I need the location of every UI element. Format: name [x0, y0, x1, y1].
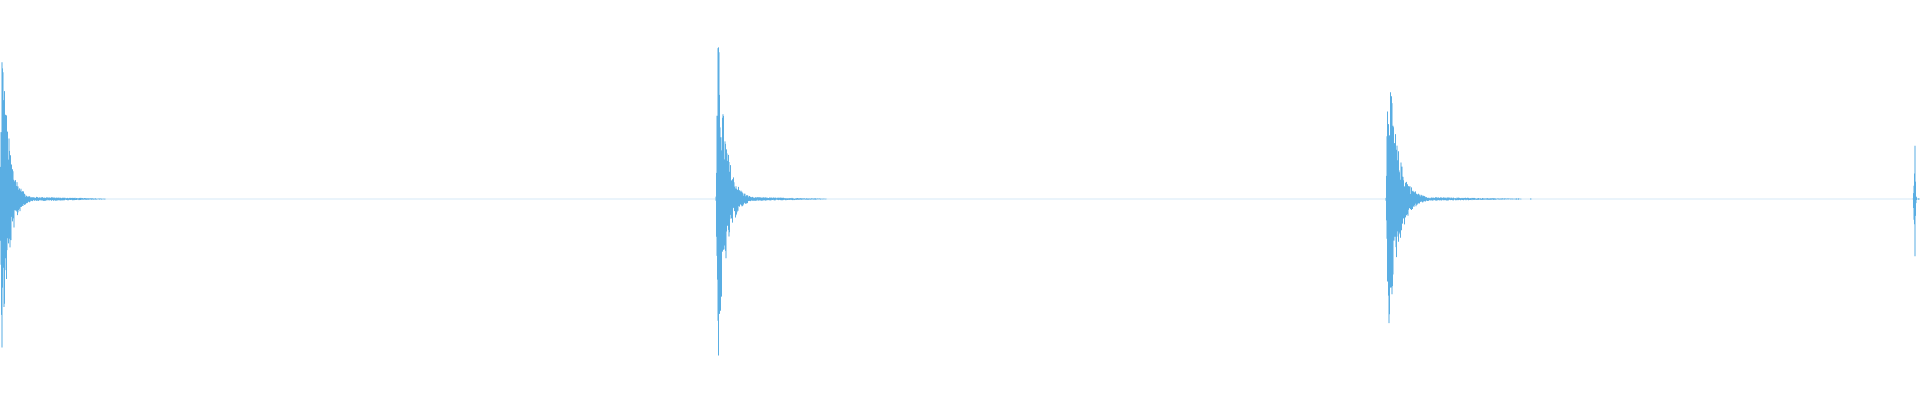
waveform-burst-2	[715, 47, 827, 356]
waveform-burst-path	[1912, 145, 1920, 257]
waveform-burst-3	[1385, 92, 1532, 324]
waveform-burst-4	[1912, 145, 1920, 257]
waveform-burst-path	[715, 47, 827, 356]
waveform-burst-path	[1385, 92, 1532, 324]
waveform-burst-1	[0, 62, 106, 348]
waveform-burst-path	[0, 62, 106, 348]
